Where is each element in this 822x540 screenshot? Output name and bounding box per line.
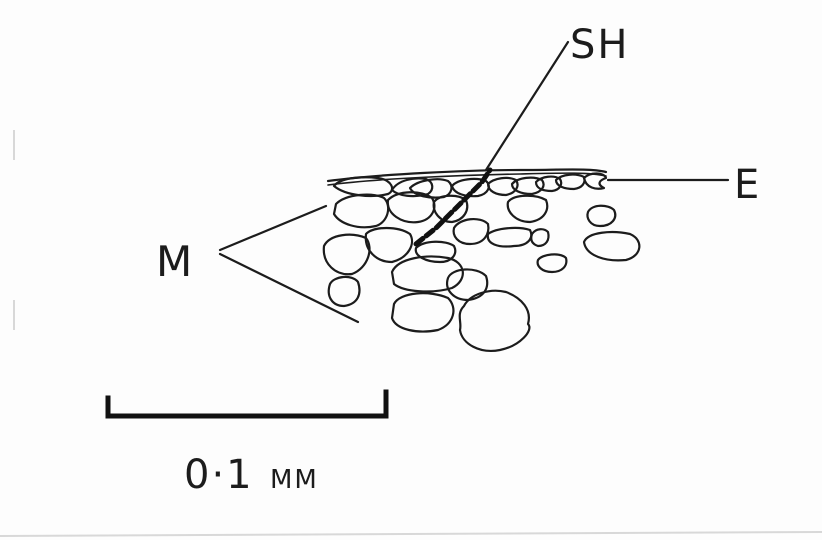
scale-bar-unit: MM [270,465,319,495]
label-sh: SH [570,22,629,68]
mesophyll-cells [324,192,640,351]
page-edge [0,532,822,536]
m-leader-line-upper [220,206,326,250]
sh-leader-line [486,42,568,170]
m-leader-line-lower [220,254,358,322]
label-e: E [734,162,761,208]
label-m: M [156,237,194,286]
scale-bar [108,392,386,416]
scale-bar-value: 0·1 [184,452,254,498]
epidermis-layer [328,170,606,198]
